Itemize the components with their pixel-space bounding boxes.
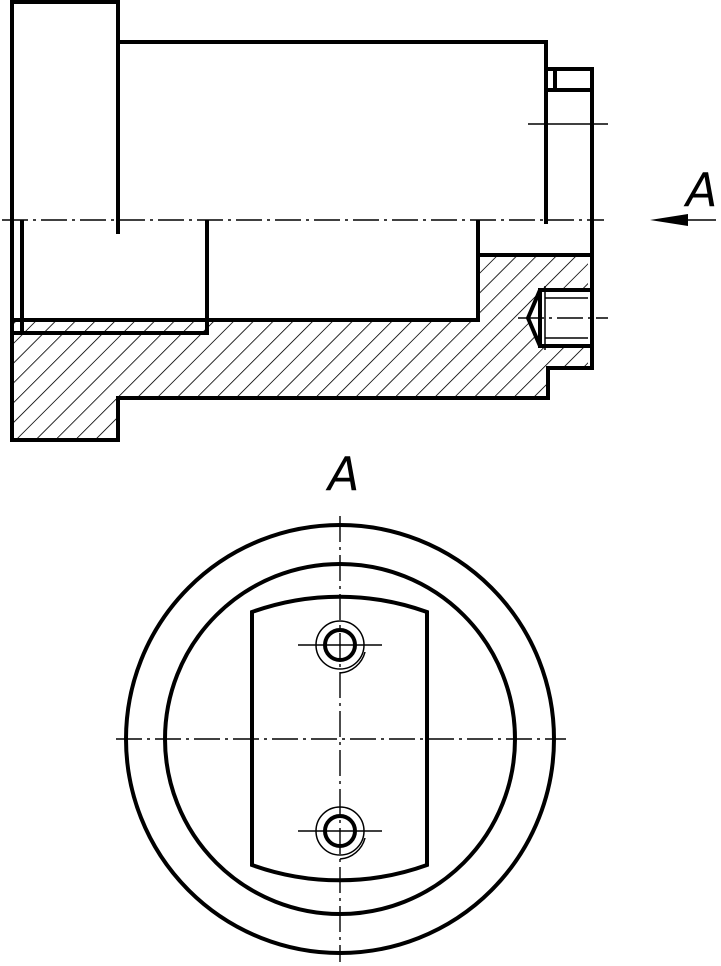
section-hatching-body xyxy=(12,255,588,440)
section-hatching-main xyxy=(12,320,207,333)
view-a: A xyxy=(116,447,566,962)
bore-outline xyxy=(20,220,209,335)
section-arrow-head xyxy=(650,214,688,226)
flat-boss-outline xyxy=(250,594,429,883)
top-hole-thread-arc xyxy=(339,651,366,674)
view-a-label: A xyxy=(325,447,359,501)
bottom-hole-thread-arc xyxy=(339,837,366,860)
sectional-view: A xyxy=(2,0,717,442)
section-arrow-label: A xyxy=(683,163,717,217)
